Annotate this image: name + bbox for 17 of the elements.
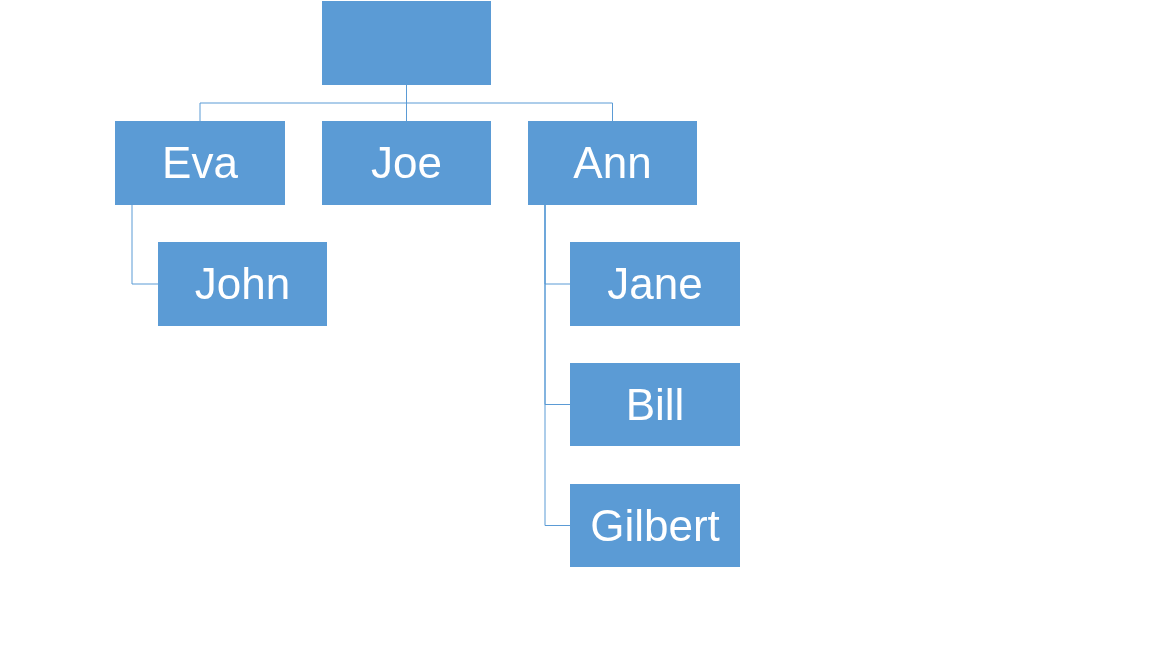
name-text: Eva [162, 138, 238, 188]
org-box [158, 242, 327, 326]
connector-line [131, 204, 159, 285]
name-text: Gilbert [590, 500, 720, 551]
org-box [570, 484, 740, 567]
org-box [570, 363, 740, 446]
name-text: Joe [371, 138, 442, 188]
org-box [322, 121, 491, 205]
empty-box [322, 1, 491, 85]
name-text: Jane [607, 259, 703, 309]
name-text: John [194, 259, 291, 309]
name-text: Ann [573, 138, 652, 188]
name-text: Bill [625, 379, 685, 430]
connector-line [544, 204, 571, 526]
org-box [570, 242, 740, 326]
org-box [528, 121, 697, 205]
org-box [115, 121, 285, 205]
